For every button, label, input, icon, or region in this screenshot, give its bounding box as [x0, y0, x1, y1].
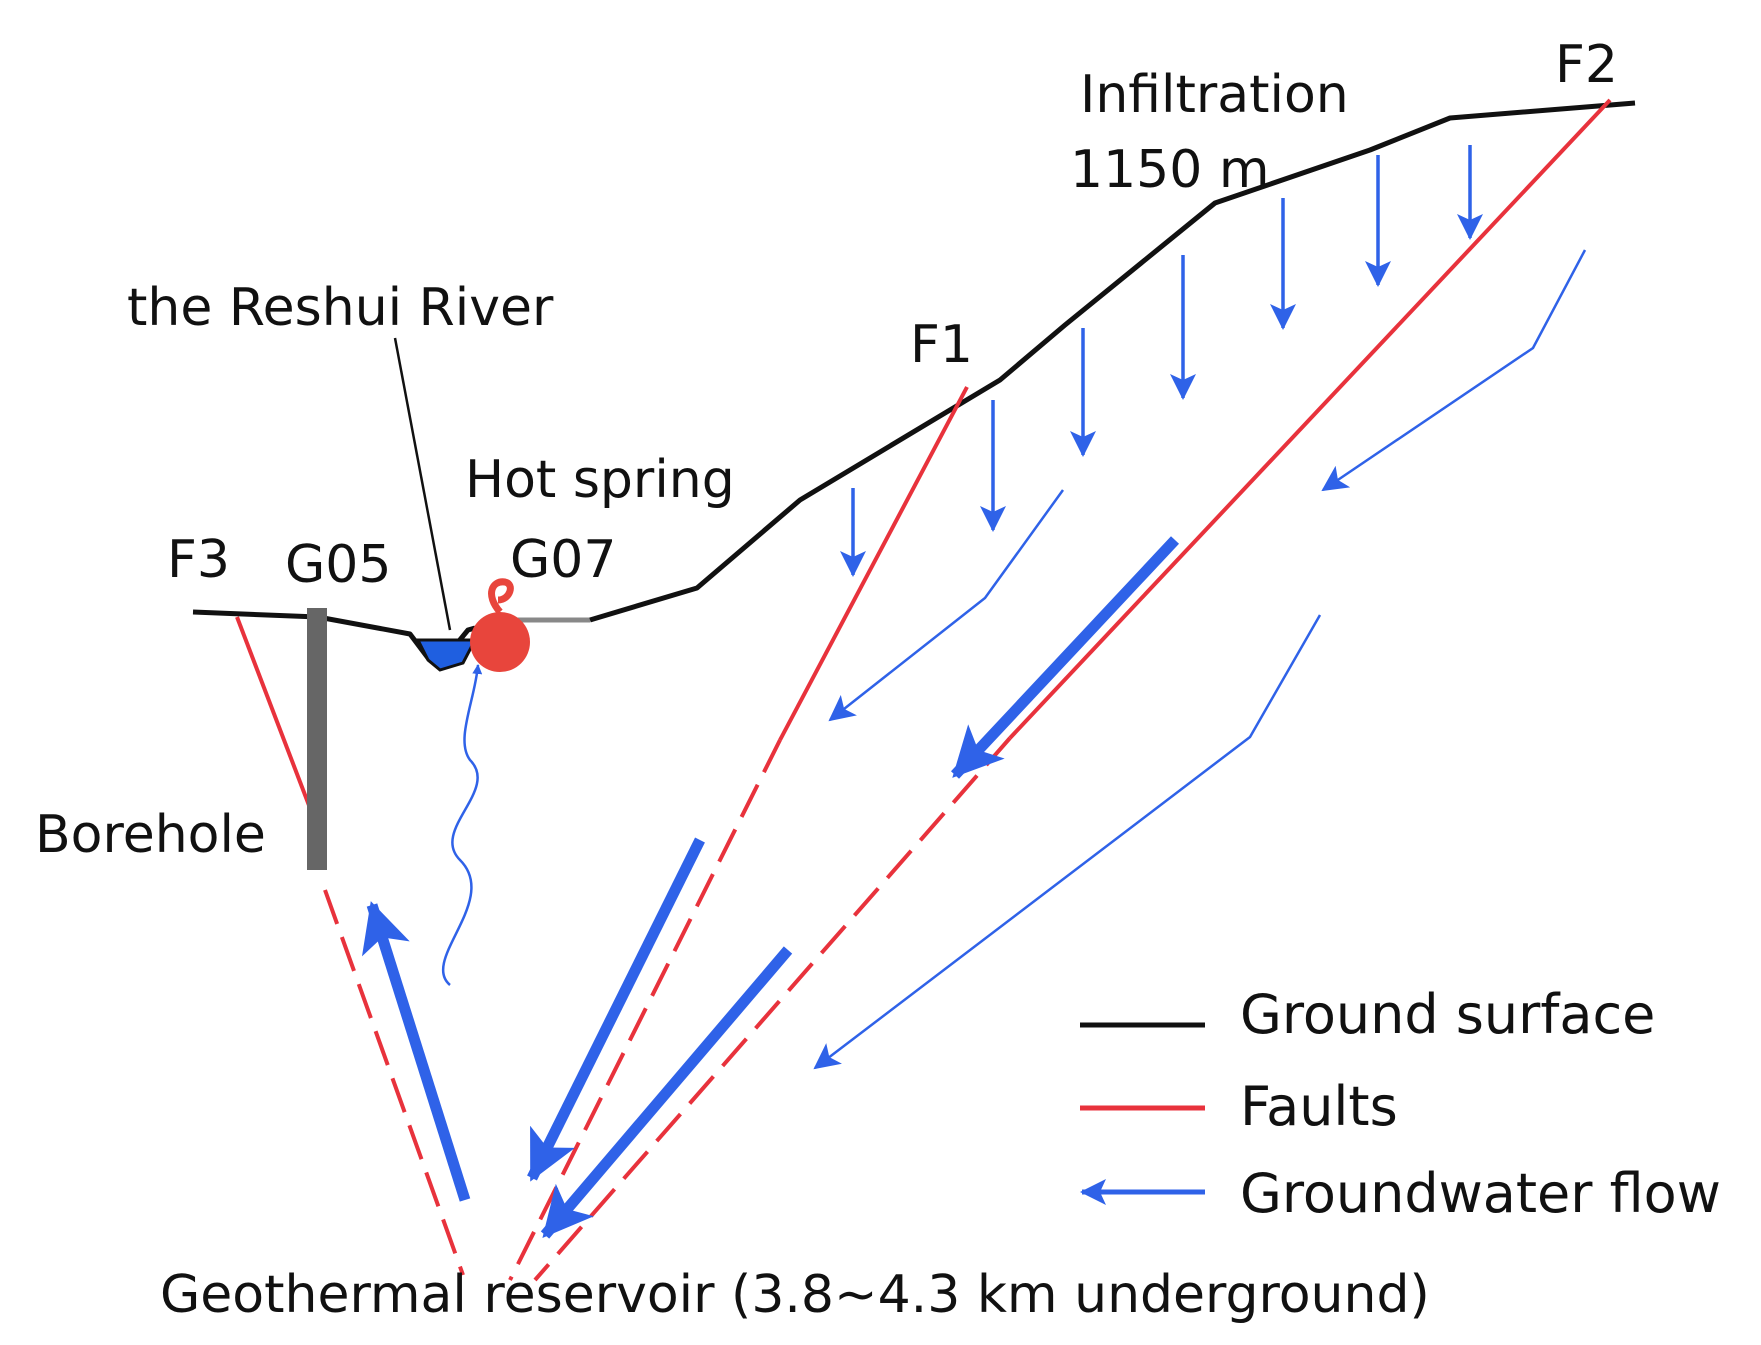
- hot-spring-icon: [470, 578, 530, 672]
- river-leader-line: [393, 337, 452, 631]
- flow-path: [828, 489, 1065, 722]
- ground-surface: [192, 100, 1636, 661]
- groundwater-flow-thin: [813, 249, 1587, 1070]
- elevation-label: 1150 m: [1070, 140, 1270, 200]
- flow-arrow-big: [950, 536, 1180, 779]
- infiltration-label: Infiltration: [1080, 65, 1349, 125]
- g07-label: G07: [510, 530, 616, 590]
- hot-spring-label: Hot spring: [465, 450, 735, 510]
- groundwater-flow-thick: [361, 536, 1180, 1239]
- fault-f2-dashed: [533, 736, 1012, 1282]
- fault-f3-label: F3: [167, 530, 230, 590]
- fault-f2-label: F2: [1555, 35, 1618, 95]
- spring-upflow-arrow: [441, 664, 483, 986]
- infiltration-arrows: [840, 145, 1483, 577]
- g05-label: G05: [285, 535, 391, 595]
- flow-path: [813, 614, 1322, 1070]
- fault-f1-label: F1: [910, 315, 973, 375]
- reshui-river-icon: [415, 638, 478, 672]
- diagram-labels: Infiltration 1150 m F2 F1 the Reshui Riv…: [35, 35, 1618, 1325]
- flow-arrow-big: [361, 901, 471, 1202]
- fault-f2-solid: [1008, 98, 1612, 740]
- fault-f1-solid: [778, 386, 969, 741]
- legend-ground-label: Ground surface: [1240, 983, 1655, 1046]
- fault-f3-solid: [235, 616, 312, 809]
- legend: Ground surface Faults Groundwater flow: [1080, 983, 1721, 1225]
- river-label: the Reshui River: [127, 278, 554, 338]
- flow-arrow-big: [540, 946, 793, 1239]
- legend-fault-label: Faults: [1240, 1075, 1398, 1138]
- flow-path: [1321, 249, 1587, 492]
- reservoir-label: Geothermal reservoir (3.8~4.3 km undergr…: [160, 1265, 1430, 1325]
- legend-flow-label: Groundwater flow: [1240, 1162, 1721, 1225]
- borehole-g05: [307, 608, 327, 870]
- borehole-label: Borehole: [35, 805, 266, 865]
- flow-arrow-big: [527, 837, 705, 1182]
- fault-f3-dashed: [323, 889, 465, 1276]
- faults: [235, 98, 1612, 1282]
